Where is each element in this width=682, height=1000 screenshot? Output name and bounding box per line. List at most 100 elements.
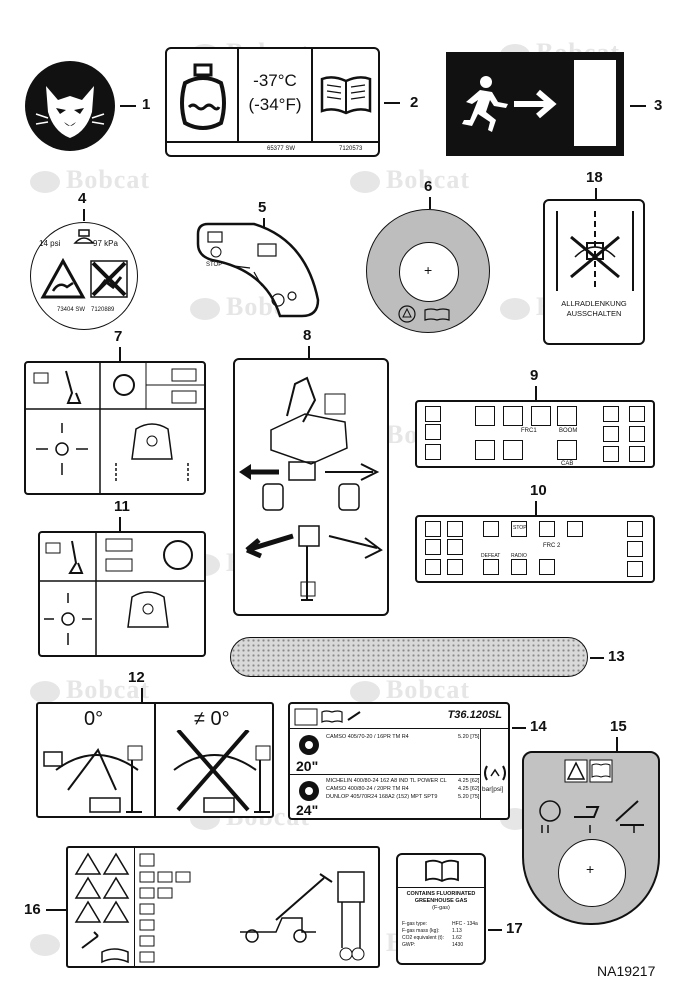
center-mark: + — [424, 262, 433, 278]
watermark: Bobcat — [350, 165, 470, 195]
fan-icon — [531, 406, 551, 426]
callout-leader — [263, 218, 265, 228]
switch-icon — [425, 521, 441, 537]
steering-crossed-icon — [556, 211, 634, 291]
callout-2: 2 — [410, 94, 419, 111]
joystick-operation-icon — [239, 376, 383, 601]
fgas-key: CO2 equivalent (t): — [402, 935, 444, 941]
fgas-key: F-gas mass (kg): — [402, 928, 440, 934]
joystick-diagram-icon — [40, 533, 204, 655]
header-icons — [294, 708, 361, 726]
decal-5-key-switch — [196, 222, 320, 318]
steer-label-1: ALLRADLENKUNG — [561, 299, 627, 308]
tire-pressure: 5.20 [75] — [458, 734, 480, 740]
callout-4: 4 — [78, 190, 87, 207]
part-number: 7120573 — [339, 146, 363, 152]
radio-label: RADIO — [511, 553, 527, 559]
bobcat-head-icon — [25, 61, 115, 151]
boom-machine-icon — [43, 730, 271, 813]
switch-icon — [603, 446, 619, 462]
temp-fahrenheit: (-34°F) — [248, 95, 302, 114]
decal-13-textured-strip — [230, 637, 588, 677]
tire-spec: DUNLOP 405/70R24 168A2 (152) MPT SPT9 — [326, 794, 438, 800]
decal-10-switch-panel: DEFEAT STOP RADIO FRC 2 — [415, 515, 655, 583]
tire-icon — [299, 781, 319, 801]
callout-7: 7 — [114, 328, 123, 345]
callout-10: 10 — [530, 482, 547, 499]
coolant-reservoir-icon — [180, 63, 226, 130]
callout-leader — [590, 657, 604, 659]
switch-icon — [447, 559, 463, 575]
callout-leader — [83, 209, 85, 221]
beacon-icon — [475, 406, 495, 426]
switch-icon — [629, 446, 645, 462]
switch-icon — [425, 444, 441, 460]
callout-leader — [512, 727, 526, 729]
callout-11: 11 — [114, 498, 130, 515]
callout-17: 17 — [506, 920, 523, 937]
switch-icon — [425, 424, 441, 440]
decal-3-emergency-exit — [446, 52, 624, 156]
decal-14-tire-pressure: T36.120SL 20" CAMSO 405/70-20 / 16PR TM … — [288, 702, 510, 820]
tire-pressure: 4.25 [62] — [458, 786, 480, 792]
callout-leader — [488, 929, 502, 931]
blank-switch — [627, 541, 643, 557]
decal-15-key-plate: + — [522, 751, 660, 925]
center-mark: + — [586, 861, 595, 877]
light-icon — [503, 440, 523, 460]
part-code: 73404 SW — [57, 307, 86, 313]
steer-label-2: AUSSCHALTEN — [566, 309, 622, 318]
callout-leader — [384, 102, 400, 104]
radio-icon — [511, 559, 527, 575]
callout-leader — [46, 909, 66, 911]
temp-celsius: -37°C — [253, 71, 297, 90]
callout-leader — [308, 346, 310, 358]
stop-label: STOP — [206, 262, 223, 268]
fgas-key: GWP: — [402, 942, 416, 948]
decal-4-pressure-warning: 14 psi 97 kPa 73404 SW 7120889 — [30, 222, 138, 330]
figure-id: NA19217 — [597, 963, 656, 979]
key-hole-area — [558, 839, 626, 907]
tilt-angle: ≠ 0° — [194, 708, 230, 730]
divider — [167, 141, 378, 143]
warning-manual-icons — [564, 759, 613, 783]
pressure-unit: bar[psi] — [482, 786, 504, 793]
decal-8-joystick-operation — [233, 358, 389, 616]
wiper-icon — [503, 406, 523, 426]
callout-12: 12 — [128, 669, 145, 686]
model-label: T36.120SL — [447, 709, 502, 721]
callout-6: 6 — [424, 178, 433, 195]
tire-spec: CAMSO 400/80-24 / 20PR TM R4 — [326, 786, 409, 792]
decal-18-four-wheel-steer: ALLRADLENKUNG AUSSCHALTEN — [543, 199, 645, 345]
watermark: Bobcat — [30, 675, 150, 705]
boom-light-icon — [557, 406, 577, 426]
manual-book-icon — [320, 76, 372, 115]
switch-icon — [425, 559, 441, 575]
decal-16-safety-overview — [66, 846, 380, 968]
turtle-icon — [567, 521, 583, 537]
tire-pressure: 4.25 [62] — [458, 778, 480, 784]
defeat-icon — [483, 559, 499, 575]
part-number: 7120889 — [91, 307, 115, 313]
switch-icon — [425, 406, 441, 422]
callout-8: 8 — [303, 327, 312, 344]
divider — [398, 887, 484, 888]
callout-leader — [429, 197, 431, 209]
cab-label: CAB — [561, 461, 574, 467]
callout-5: 5 — [258, 199, 267, 216]
callout-16: 16 — [24, 901, 41, 918]
decal-1-bobcat-logo — [24, 60, 116, 152]
switch-icon — [629, 406, 645, 422]
disc-center — [399, 242, 459, 302]
fgas-value: 1.13 — [452, 928, 462, 934]
callout-leader — [595, 188, 597, 199]
part-code: 65377 SW — [267, 146, 296, 152]
callout-leader — [616, 737, 618, 751]
pressure-cap-icon — [73, 229, 95, 244]
boom-label: BOOM — [559, 428, 578, 434]
fgas-key: F-gas type: — [402, 921, 428, 927]
pressure-psi: 14 psi — [39, 239, 61, 248]
pressure-kpa: 97 kPa — [93, 239, 118, 248]
switch-icon — [603, 426, 619, 442]
stop-icon — [511, 521, 527, 537]
